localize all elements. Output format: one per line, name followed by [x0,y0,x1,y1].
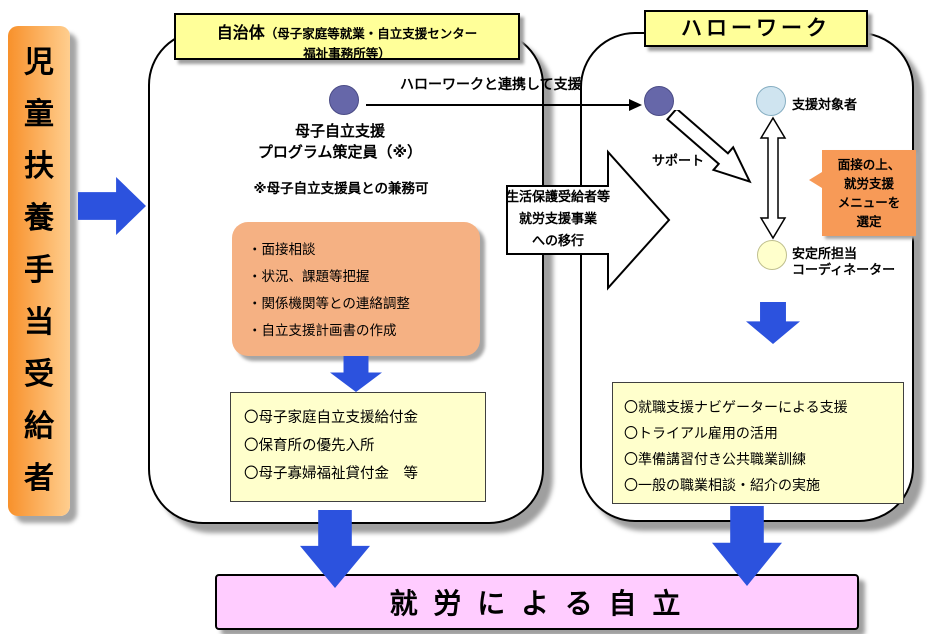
task-item: ・自立支援計画書の作成 [248,323,397,338]
program-staff-line2: プログラム策定員（※） [257,144,423,161]
menu-callout-line: メニューを [837,196,901,210]
benefit-item: 〇母子家庭自立支援給付金 [244,410,418,426]
menu-callout-line: 面接の上、 [837,158,901,172]
coordinator-label-line2: コーディネーター [792,262,896,277]
task-item: ・関係機関等との連絡調整 [248,296,410,311]
coordinator-label: 安定所担当 コーディネーター [792,246,895,278]
recipient-bar-label: 児童扶養手当受給者 [24,46,54,495]
program-staff-label: 母子自立支援 プログラム策定員（※） [236,121,444,163]
recipient-bar: 児童扶養手当受給者 [8,26,70,516]
support-diagonal-arrow [665,110,752,184]
hellowork-header: ハローワーク [644,10,868,47]
support-target-label: 支援対象者 [792,97,858,112]
coordinator-circle [757,240,787,270]
interview-double-arrow [759,116,787,240]
measure-item: 〇準備講習付き公共職業訓練 [624,451,806,467]
transfer-label-line2: 就労支援事業 [518,211,597,226]
hellowork-title: ハローワーク [681,17,831,40]
support-label: サポート [652,153,705,168]
benefit-item: 〇保育所の優先入所 [244,438,375,454]
menu-callout-line: 就労支援 [843,177,894,191]
goal-box: 就 労 に よ る 自 立 [215,574,859,630]
measure-item: 〇トライアル雇用の活用 [624,425,778,441]
menu-callout-pointer [809,172,822,188]
supported-person-circle [644,86,674,116]
measure-item: 〇就職支援ナビゲーターによる支援 [624,399,848,415]
measures-box: 〇就職支援ナビゲーターによる支援 〇トライアル雇用の活用 〇準備講習付き公共職業… [612,382,904,504]
coordinator-label-line1: 安定所担当 [792,246,858,261]
program-staff-circle [329,85,359,115]
transfer-label: 生活保護受給者等 就労支援事業 への移行 [502,186,614,252]
municipality-header-line1: 自治体（母子家庭等就業・自立支援センター [176,19,518,43]
measure-item: 〇一般の職業相談・紹介の実施 [624,477,820,493]
tasks-box: ・面接相談 ・状況、課題等把握 ・関係機関等との連絡調整 ・自立支援計画書の作成 [232,222,480,356]
menu-callout-line: 選定 [856,215,882,229]
support-target-circle [756,86,786,116]
municipality-title: 自治体 [216,25,265,42]
menu-callout: 面接の上、 就労支援 メニューを 選定 [809,150,916,236]
program-staff-note: ※母子自立支援員との兼務可 [253,181,429,196]
transfer-arrow [506,149,671,291]
benefits-box: 〇母子家庭自立支援給付金 〇保育所の優先入所 〇母子寡婦福祉貸付金 等 [230,392,486,502]
municipality-header: 自治体（母子家庭等就業・自立支援センター 福祉事務所等） [174,13,520,61]
entry-arrow [78,177,146,235]
task-item: ・面接相談 [248,242,316,257]
link-support-arrow [366,99,642,111]
transfer-label-line1: 生活保護受給者等 [505,189,610,204]
goal-label: 就 労 に よ る 自 立 [389,588,685,619]
benefit-item: 〇母子寡婦福祉貸付金 等 [244,466,418,482]
municipality-subtitle-2: 福祉事務所等） [303,47,391,61]
municipality-subtitle-1: （母子家庭等就業・自立支援センター [264,27,478,41]
link-support-label: ハローワークと連携して支援 [400,76,582,92]
program-staff-line1: 母子自立支援 [294,123,385,140]
transfer-label-line3: への移行 [531,233,584,248]
task-item: ・状況、課題等把握 [248,269,370,284]
